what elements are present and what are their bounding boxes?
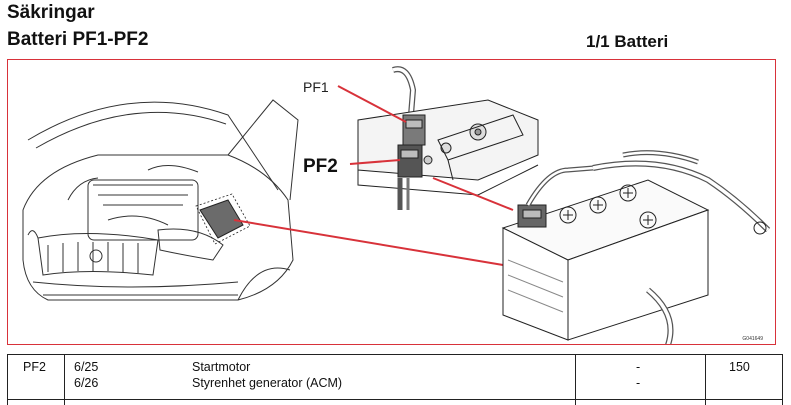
- table-row-dash: -: [636, 360, 641, 374]
- table-divider: [705, 355, 706, 405]
- table-row-dash: -: [636, 376, 641, 390]
- table-row-ref: 6/25: [74, 360, 99, 374]
- table-border: [782, 355, 783, 405]
- battery-illustration: PF1 PF2: [22, 66, 771, 344]
- callout-pf1: PF1: [303, 79, 407, 123]
- fuse-id-cell: PF2: [23, 360, 46, 374]
- page-title: Säkringar: [7, 2, 95, 23]
- callout-pf2-line: [349, 159, 401, 165]
- fuse-block-closeup: [357, 66, 539, 210]
- table-divider: [575, 355, 576, 405]
- callout-pf2: PF2: [303, 156, 401, 177]
- fuse-table: PF2 6/25 Startmotor - 6/26 Styrenhet gen…: [7, 354, 783, 405]
- fuse-table-grid: PF2 6/25 Startmotor - 6/26 Styrenhet gen…: [7, 354, 783, 405]
- zoom-connector-line: [233, 219, 504, 266]
- page-subtitle: Batteri PF1-PF2: [7, 29, 149, 50]
- figure-frame: PF1 PF2: [7, 59, 776, 345]
- callout-pf2-label: PF2: [303, 156, 338, 177]
- table-divider: [64, 355, 65, 405]
- battery-location-marker: [195, 193, 251, 245]
- figure-code: G041649: [742, 336, 763, 342]
- table-bottom-border: [7, 399, 783, 400]
- callout-pf1-label: PF1: [303, 79, 329, 95]
- callout-pf1-line: [337, 85, 407, 123]
- battery-closeup: [501, 150, 771, 344]
- table-row-ref: 6/26: [74, 376, 99, 390]
- table-row-description: Startmotor: [192, 360, 251, 374]
- zoom-connector-line-2: [432, 177, 514, 211]
- table-border: [7, 355, 8, 405]
- amperage-cell: 150: [729, 360, 750, 374]
- table-row-description: Styrenhet generator (ACM): [192, 376, 343, 390]
- section-label: 1/1 Batteri: [586, 32, 669, 51]
- car-engine-bay-drawing: [22, 99, 299, 301]
